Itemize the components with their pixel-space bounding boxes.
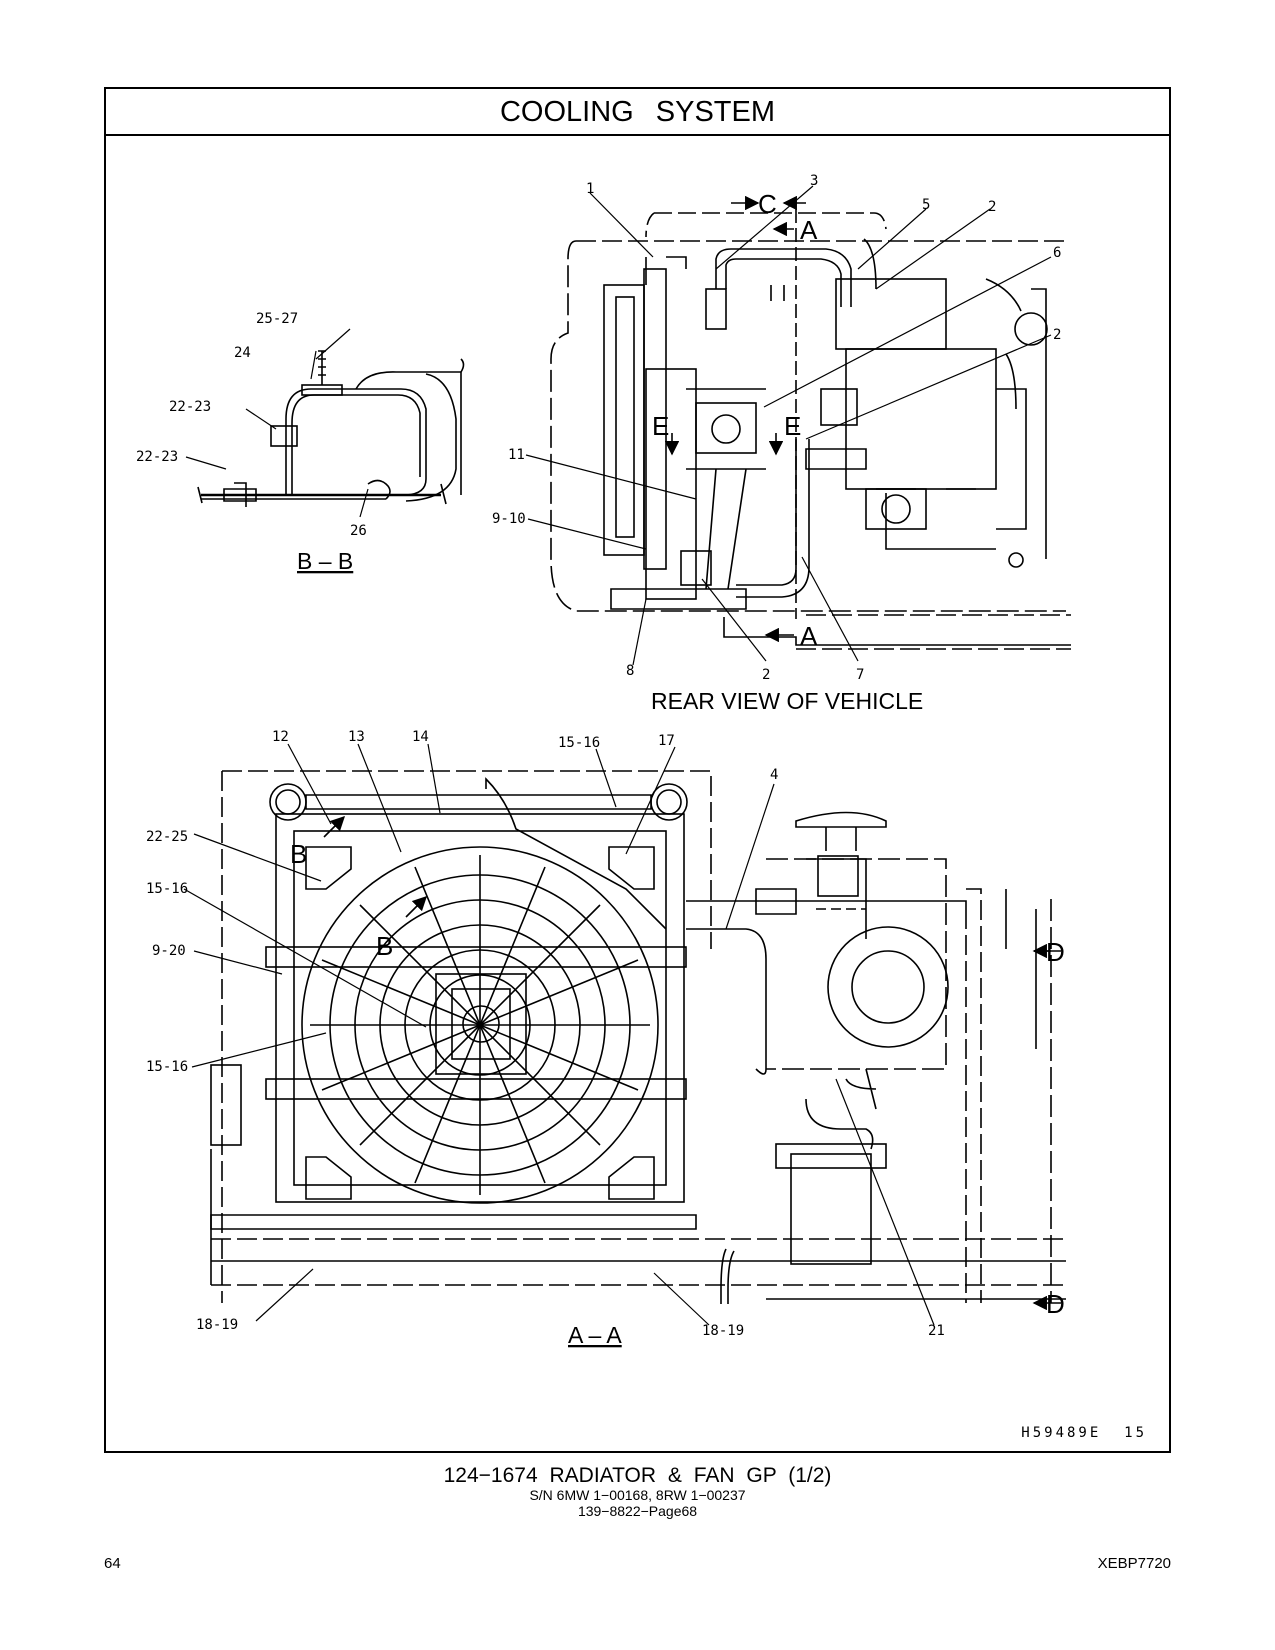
callout-4: 4 [770,767,778,783]
callout-15-16-top: 15-16 [558,735,600,751]
callout-14: 14 [412,729,429,745]
cooling-system-drawing: 25-27 24 22-23 22-23 26 B – B 1 3 5 2 6 … [136,173,1071,1348]
callout-2-bottom: 2 [762,667,770,683]
callout-12: 12 [272,729,289,745]
figure-id: H59489E 15 [1021,1425,1147,1441]
page-number: 64 [104,1555,121,1572]
callout-6: 6 [1053,245,1061,261]
view-letter-a-bottom: A [800,621,818,651]
page-title: COOLING SYSTEM [106,89,1169,136]
callout-13: 13 [348,729,365,745]
callout-22-25: 22-25 [146,829,188,845]
rear-view-drawing [550,209,1071,650]
view-letter-e-right: E [784,411,801,441]
view-letter-b-lower: B [376,931,393,961]
view-letter-a-top: A [800,215,818,245]
callout-24: 24 [234,345,251,361]
callout-21: 21 [928,1323,945,1339]
callout-18-19-right: 18-19 [702,1323,744,1339]
callout-26: 26 [350,523,367,539]
callout-11: 11 [508,447,525,463]
callout-5: 5 [922,197,930,213]
caption-serial: S/N 6MW 1−00168, 8RW 1−00237 [529,1487,746,1503]
figure-caption: 124−1674 RADIATOR & FAN GP (1/2) S/N 6MW… [0,1464,1275,1520]
callout-25-27: 25-27 [256,311,298,327]
callout-15-16-low: 15-16 [146,1059,188,1075]
callout-7: 7 [856,667,864,683]
callout-2-right: 2 [1053,327,1061,343]
callout-9-20: 9-20 [152,943,186,959]
view-letter-d-bottom: D [1046,1289,1065,1319]
callout-22-23-upper: 22-23 [169,399,211,415]
diagram-frame: COOLING SYSTEM [104,87,1171,1453]
callout-2-top: 2 [988,199,996,215]
callout-18-19-left: 18-19 [196,1317,238,1333]
callout-22-23-lower: 22-23 [136,449,178,465]
callout-9-10: 9-10 [492,511,526,527]
view-letter-d-top: D [1046,937,1065,967]
section-aa-drawing [210,770,1066,1304]
callout-8: 8 [626,663,634,679]
callout-leaders [183,185,1052,1326]
rear-view-label: REAR VIEW OF VEHICLE [651,688,923,714]
section-aa-label: A – A [568,1322,622,1348]
view-letter-b-upper: B [290,839,307,869]
section-bb-drawing [197,350,465,507]
view-letter-c: C [758,189,777,219]
document-code: XEBP7720 [1097,1555,1171,1572]
section-bb-label: B – B [297,548,353,574]
caption-title: 124−1674 RADIATOR & FAN GP (1/2) [443,1464,832,1487]
callout-1: 1 [586,181,594,197]
view-letter-e-left: E [652,411,669,441]
callout-3: 3 [810,173,818,189]
callout-15-16-mid: 15-16 [146,881,188,897]
caption-ref: 139−8822−Page68 [577,1503,698,1519]
callout-17: 17 [658,733,675,749]
